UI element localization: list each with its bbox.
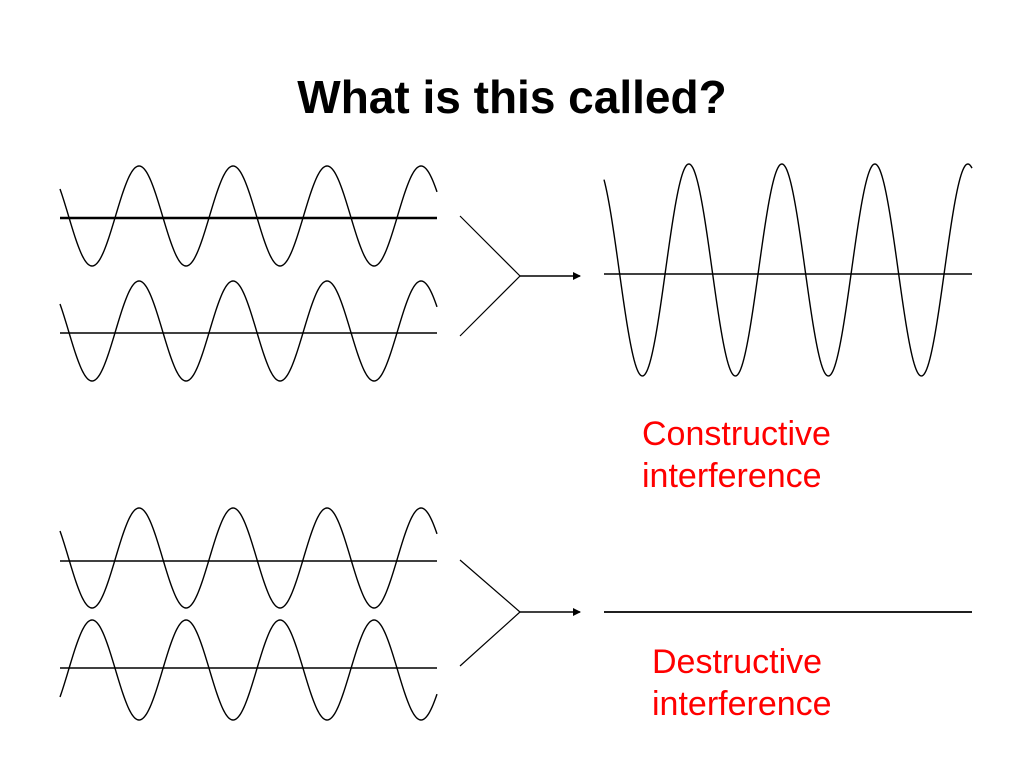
- caption-destructive-interference: Destructive interference: [652, 641, 832, 725]
- input-wave-destructive-2: [59, 619, 438, 721]
- input-wave-constructive-2: [59, 280, 438, 382]
- caption-destructive-line1: Destructive: [652, 643, 823, 681]
- caption-constructive-line2: interference: [642, 457, 822, 495]
- input-wave-destructive-1: [59, 507, 438, 609]
- caption-destructive-line2: interference: [652, 685, 832, 723]
- caption-constructive-interference: Constructive interference: [642, 413, 831, 497]
- combine-bracket-constructive: [459, 215, 521, 337]
- combine-bracket-destructive: [459, 559, 521, 667]
- caption-constructive-line1: Constructive: [642, 415, 831, 453]
- result-wave-constructive: [603, 163, 973, 377]
- slide-title: What is this called?: [297, 71, 727, 123]
- input-wave-constructive-1: [59, 165, 438, 267]
